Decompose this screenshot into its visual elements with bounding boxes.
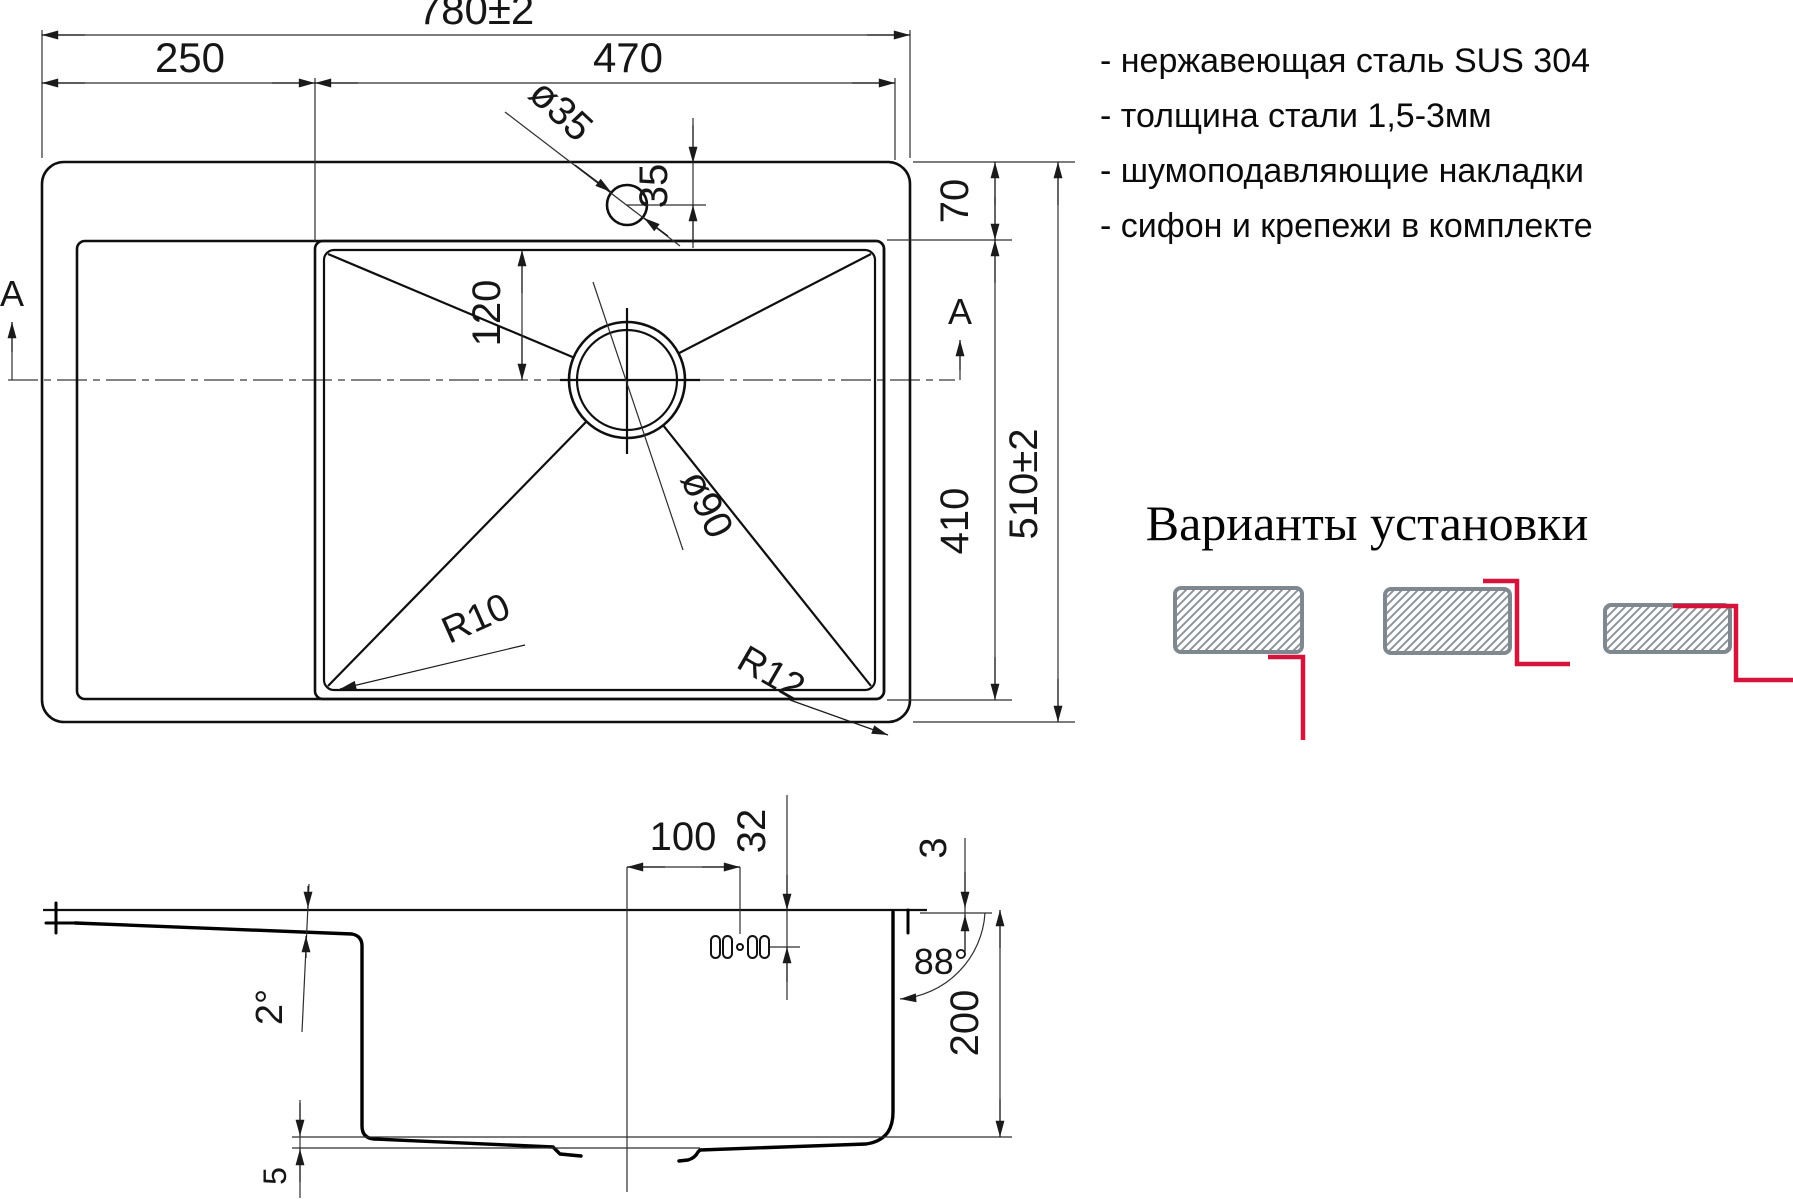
r12-leader [789,699,889,736]
r10-leader [339,644,526,690]
dim-200-label: 200 [943,990,987,1057]
bowl-diagonals [327,252,872,687]
install-title: Варианты установки [1146,495,1588,551]
top-view: 780±2 250 470 ø35 35 [0,0,1075,736]
dim-250-label: 250 [155,34,225,81]
install-option-topmount [1383,578,1570,667]
note-thickness: - толщина стали 1,5-3мм [1100,97,1492,135]
dim-120-label: 120 [465,280,509,347]
dim-88deg: 88° [899,912,986,1003]
dim-d90-label: ø90 [672,464,742,545]
dim-88deg-label: 88° [914,941,968,982]
dim-88deg-arc [899,912,986,1003]
dim-70-label: 70 [933,179,977,224]
dim-35: 35 [632,118,698,248]
drain-slot-dot [736,943,744,951]
faucet-leader-arrow-2 [643,217,669,237]
notes: - нержавеющая сталь SUS 304 - толщина ст… [1100,42,1593,245]
section-extension-lines [292,867,1012,1192]
note-sound-pads: - шумоподавляющие накладки [1100,152,1584,190]
section-left-profile [73,921,583,1158]
note-material: - нержавеющая сталь SUS 304 [1100,42,1590,80]
dim-100-label: 100 [650,815,717,859]
drain-slot-4 [759,935,770,959]
dim-780: 780±2 [42,0,910,40]
faucet-hole [504,111,706,247]
dim-780-label: 780±2 [418,0,534,33]
sink-rim-red-3 [1673,603,1793,683]
faucet-leader-arrow-1 [574,164,612,193]
dim-r10: R10 [339,586,526,690]
counter-section-2 [1383,587,1512,655]
section-right-profile [677,910,895,1163]
dim-250: 250 [42,34,315,88]
dim-100: 100 [627,815,740,872]
dim-2deg-label: 2° [249,989,291,1025]
install-options: Варианты установки [1146,495,1793,740]
dim-32: 32 [730,795,792,1000]
dim-35-label: 35 [632,164,676,209]
dim-32-label: 32 [730,809,774,854]
sink-outer-outline [40,160,912,724]
dim-r10-label: R10 [436,586,517,653]
bowl-outer-outline [313,239,886,701]
dim-3: 3 [913,837,970,955]
counter-section-3 [1603,603,1732,654]
bowl-inner-outline [322,248,877,692]
drain [560,308,700,454]
dim-470-label: 470 [593,34,663,81]
dim-510-label: 510±2 [1002,429,1046,540]
dim-510: 510±2 [1002,162,1063,722]
install-option-flushmount [1603,603,1793,683]
drain-holes-glyph [710,935,770,959]
drain-slot-2 [722,935,733,959]
dim-r12: R12 [730,638,889,736]
section-marker-left: A [0,273,24,380]
dim-5: 5 [257,1100,305,1198]
section-a-right-label: A [948,291,972,332]
drain-slot-1 [710,935,721,959]
sink-rim-red-1 [1268,654,1306,740]
note-siphon: - сифон и крепежи в комплекте [1100,207,1593,245]
dim-70: 70 [933,162,1000,240]
dim-200: 200 [943,910,1005,1137]
dim-120: 120 [465,250,527,380]
dim-3-label: 3 [913,837,955,858]
drain-leader [592,281,684,551]
dim-2deg: 2° [249,883,313,1033]
section-a-left-label: A [0,273,24,314]
dim-410-label: 410 [933,488,977,555]
install-option-undermount [1173,586,1306,740]
section-marker-right: A [948,291,972,380]
diagonal-bottom-right [626,379,872,687]
sink-rim-red-2 [1483,578,1570,667]
dim-410: 410 [933,240,1000,700]
drain-slot-3 [747,935,758,959]
diagonal-bottom-left [327,379,628,687]
section-view: 100 32 3 2° 88° [43,795,1012,1198]
dim-470: 470 [315,34,895,88]
dim-5-label: 5 [257,1167,293,1185]
counter-section-1 [1173,586,1304,654]
